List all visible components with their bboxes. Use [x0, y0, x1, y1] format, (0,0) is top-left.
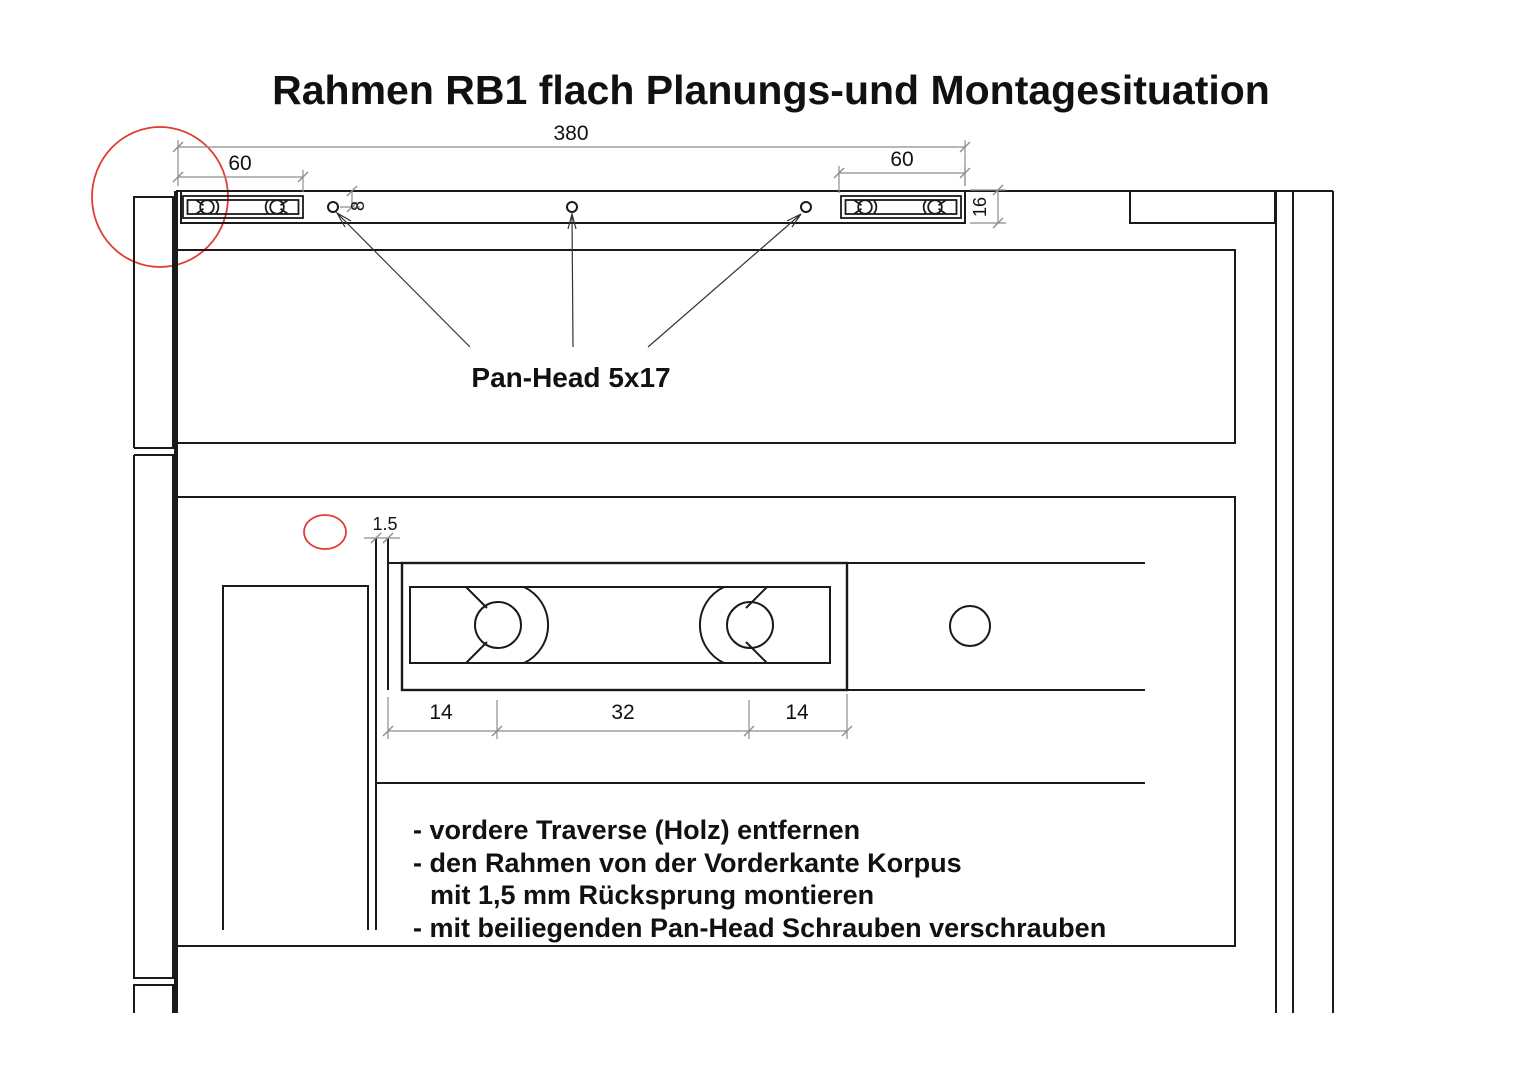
- dimension-setback-value: 1.5: [372, 514, 397, 534]
- dimension-fitting-left-value: 60: [228, 152, 251, 175]
- fitting-detail-box: [400, 561, 849, 692]
- cam-circle-left: [474, 601, 522, 649]
- dimension-detail-back-value: 14: [785, 701, 809, 724]
- wood-traverse: [222, 585, 369, 930]
- dimension-hole-offset: 8: [340, 185, 368, 213]
- dowel-hole: [949, 605, 991, 647]
- screw-callout: Pan-Head 5x17: [335, 211, 802, 393]
- cam-arc-left: [523, 586, 550, 664]
- dimension-fitting-right: 60: [833, 148, 971, 193]
- claw-right: [745, 586, 768, 664]
- dimension-rail-height: 16: [970, 184, 1006, 229]
- detail-view: [222, 538, 1145, 930]
- dimension-detail-chain: 14 32 14: [382, 694, 853, 739]
- korpus-top-panel: [177, 249, 1236, 444]
- note-line-1: - vordere Traverse (Holz) entfernen: [413, 815, 860, 845]
- side-panel-top: [133, 196, 174, 449]
- note-line-3: mit 1,5 mm Rücksprung montieren: [430, 880, 874, 910]
- korpus-lower-panel: [177, 496, 1236, 947]
- screw-hole-3: [800, 201, 812, 213]
- cabinet-outline: [133, 190, 1334, 1013]
- cam-arc-right: [698, 586, 725, 664]
- dimension-fitting-right-value: 60: [890, 148, 913, 171]
- cam-circle-right: [726, 601, 774, 649]
- screw-hole-1: [327, 201, 339, 213]
- drawing-title: Rahmen RB1 flach Planungs-und Montagesit…: [272, 67, 1270, 113]
- dimension-detail-middle-value: 32: [611, 701, 634, 724]
- notes-block: - vordere Traverse (Holz) entfernen - de…: [413, 815, 1106, 943]
- red-markup-circle-detail: [303, 514, 347, 550]
- claw-left: [465, 586, 488, 664]
- dimension-detail-front-value: 14: [429, 701, 453, 724]
- frame-rail-top-view: [180, 190, 1276, 224]
- dimension-hole-offset-value: 8: [348, 201, 368, 211]
- pocket-outline: [409, 586, 831, 664]
- note-line-2: - den Rahmen von der Vorderkante Korpus: [413, 848, 962, 878]
- side-panel-middle: [133, 454, 174, 979]
- screw-callout-label: Pan-Head 5x17: [471, 362, 670, 393]
- dimension-setback: 1.5: [364, 514, 400, 544]
- side-panel-bottom: [133, 984, 174, 1013]
- red-markup-circle-top: [91, 126, 229, 268]
- dimension-rail-height-value: 16: [970, 197, 990, 217]
- rail-right-piece: [1129, 190, 1276, 224]
- dimension-total-width-value: 380: [553, 122, 588, 145]
- note-line-4: - mit beiliegenden Pan-Head Schrauben ve…: [413, 913, 1106, 943]
- dimension-fitting-left: 60: [172, 152, 309, 192]
